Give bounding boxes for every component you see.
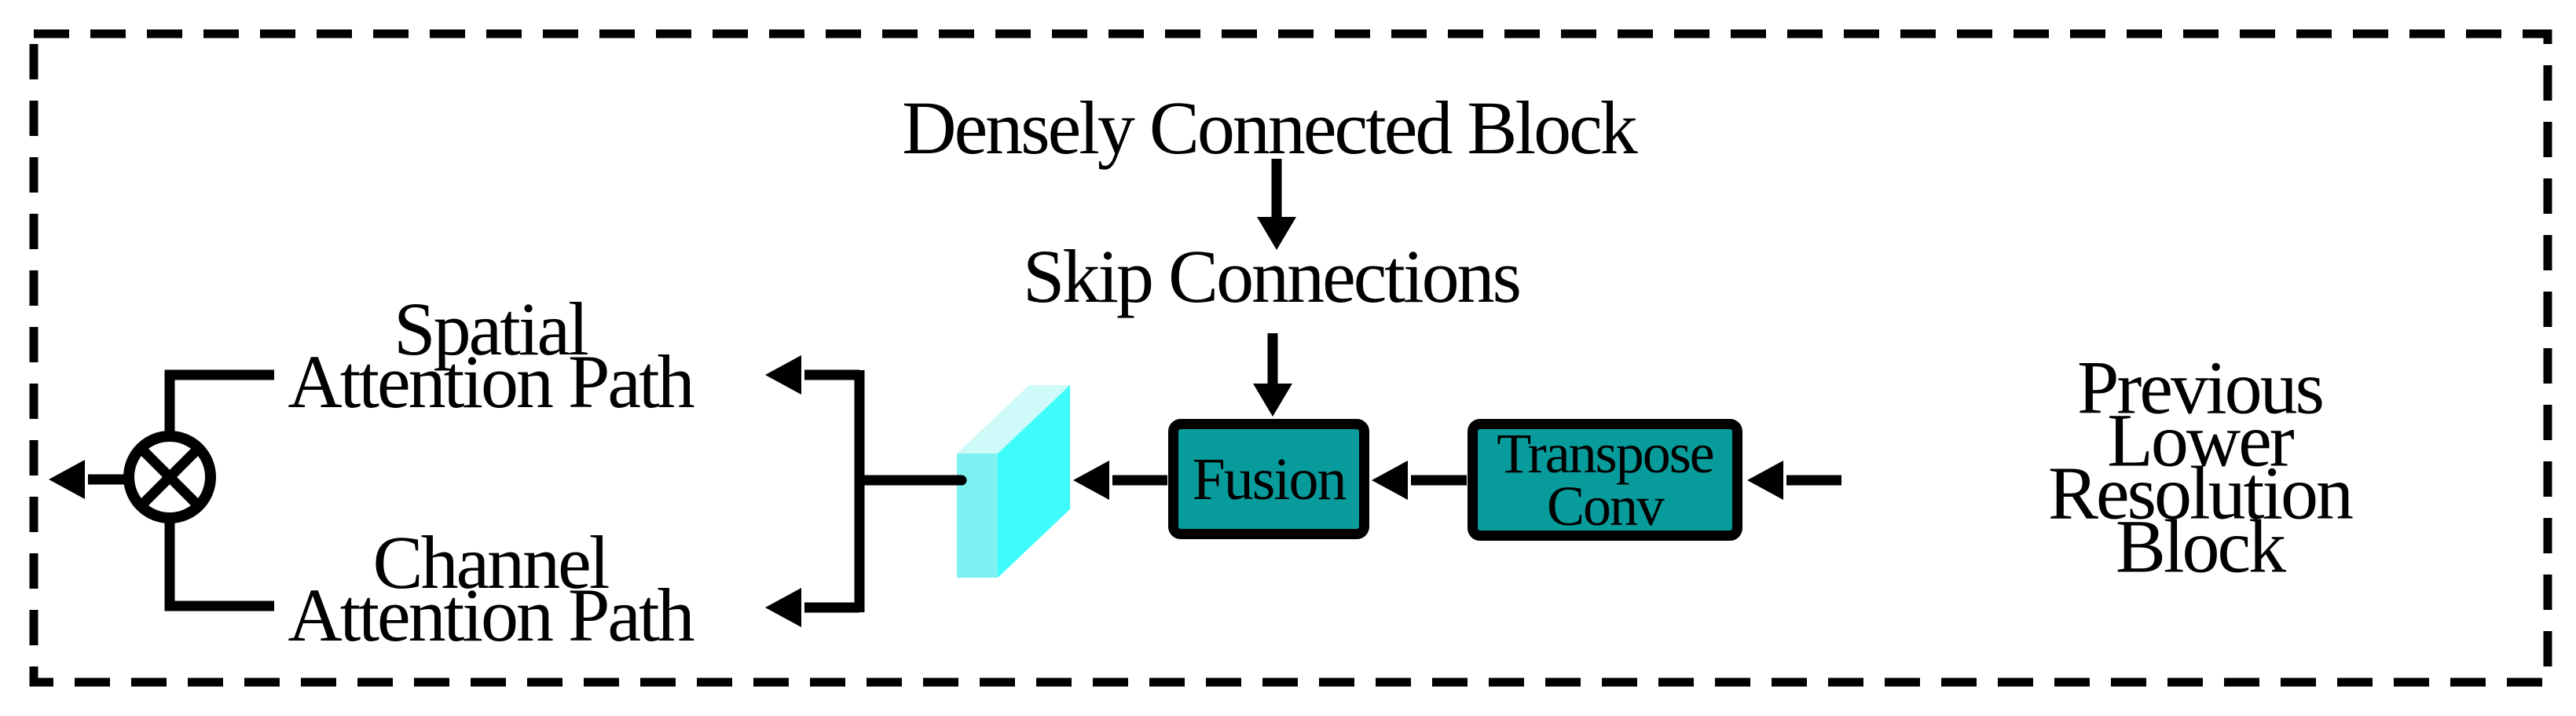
arrow-output (49, 460, 124, 499)
dashed-frame (29, 29, 2552, 687)
fusion-label: Fusion (1192, 446, 1347, 512)
arrow-previous-to-transpose (1747, 461, 1841, 500)
fusion-box: Fusion (1168, 419, 1369, 539)
spatial-attention-path-label: Spatial Attention Path (288, 286, 694, 424)
channel-merge-elbow (164, 516, 274, 611)
arrow-split-to-spatial (765, 355, 859, 395)
transpose-conv-box: Transpose Conv (1468, 419, 1742, 541)
multiply-icon (123, 431, 216, 523)
arrow-split-to-channel (765, 588, 859, 627)
skip-connections-label: Skip Connections (1022, 234, 1522, 318)
densely-connected-block-label: Densely Connected Block (902, 86, 1637, 170)
channel-attention-path-label: Channel Attention Path (288, 520, 694, 657)
spatial-merge-elbow (164, 369, 274, 438)
feature-map-front-face (957, 453, 998, 578)
arrow-transpose-to-fusion (1372, 461, 1467, 500)
arrow-skip-to-fusion (1253, 333, 1292, 417)
transpose-conv-label: Transpose Conv (1497, 422, 1714, 538)
arrow-fusion-to-feature-map (1073, 461, 1167, 500)
feature-map-slab (957, 385, 1070, 578)
feature-map-side-face (998, 385, 1070, 578)
arrow-densely-to-skip (1257, 159, 1296, 250)
previous-lower-resolution-block-label: Previous Lower Resolution Block (2047, 345, 2354, 589)
feature-map-top-face (957, 385, 1070, 453)
